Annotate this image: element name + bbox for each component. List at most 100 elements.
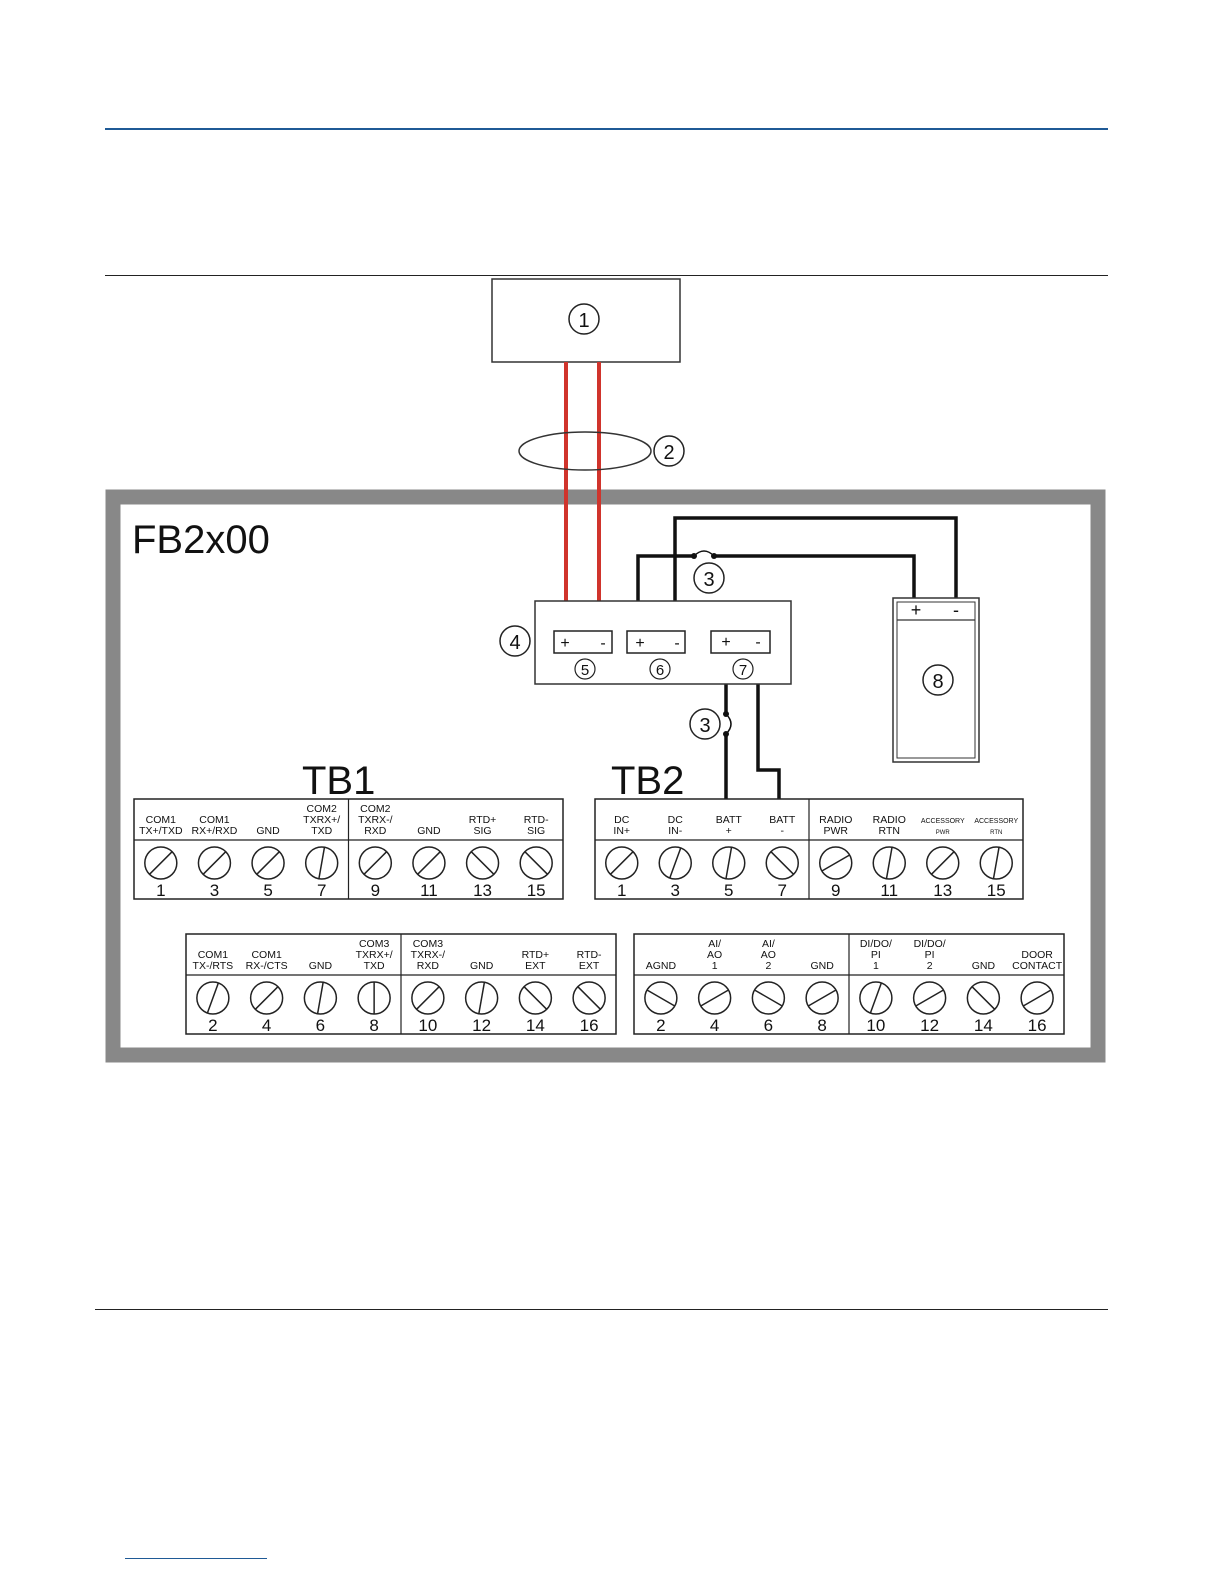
- terminal-label: 1: [873, 960, 879, 972]
- terminal-number: 14: [526, 1016, 545, 1035]
- screw-slot: [609, 851, 634, 875]
- terminal-label: COM1: [198, 949, 228, 961]
- terminal-label: AI/: [708, 938, 721, 950]
- terminal-label: DI/DO/: [914, 938, 946, 950]
- callout-2: 2: [653, 435, 685, 467]
- terminal-label: 1: [712, 960, 718, 972]
- terminal-tb2-bottom-14: GND 14: [966, 960, 1001, 1035]
- screw-slot: [254, 986, 279, 1010]
- screw-slot: [754, 989, 783, 1007]
- fuse-vertical: [723, 711, 732, 737]
- terminal-label: RTD-: [577, 949, 602, 961]
- terminal-number: 7: [778, 881, 787, 900]
- terminal-label: TXRX-/: [358, 814, 393, 826]
- terminal-label: GND: [972, 960, 996, 972]
- callout-1: 1: [568, 303, 600, 335]
- terminal-label: RXD: [417, 960, 440, 972]
- terminal-number: 11: [420, 881, 438, 900]
- terminal-label: BATT: [769, 814, 796, 826]
- terminal-number: 8: [817, 1016, 826, 1035]
- terminal-label: RTD+: [522, 949, 550, 961]
- connector-7: + - 7: [710, 630, 771, 680]
- header-rule: [105, 128, 1108, 130]
- terminal-label: COM2: [307, 803, 337, 815]
- terminal-number: 10: [418, 1016, 437, 1035]
- tb1-bottom-row: COM1TX-/RTS2COM1RX-/CTS4GND6COM3TXRX+/TX…: [185, 933, 617, 1035]
- screw-slot: [417, 851, 441, 875]
- terminal-label: RTD+: [469, 814, 497, 826]
- terminal-label: TXRX+/: [356, 949, 393, 961]
- terminal-label: GND: [256, 825, 280, 837]
- terminal-label: RTN: [990, 830, 1002, 836]
- screw-slot: [316, 982, 324, 1014]
- terminal-label: AO: [707, 949, 722, 961]
- screw-slot: [524, 851, 549, 875]
- svg-text:-: -: [755, 634, 760, 651]
- screw-slot: [478, 982, 486, 1014]
- terminal-number: 3: [210, 881, 219, 900]
- terminal-number: 12: [920, 1016, 939, 1035]
- terminal-label: CONTACT: [1012, 960, 1063, 972]
- tb2-bottom-row: AGND2AI/AO14AI/AO26GND8DI/DO/PI110DI/DO/…: [633, 933, 1065, 1035]
- terminal-number: 3: [671, 881, 680, 900]
- terminal-label: TXD: [364, 960, 385, 972]
- terminal-number: 2: [208, 1016, 217, 1035]
- terminal-label: SIG: [474, 825, 492, 837]
- screw-slot: [807, 989, 837, 1007]
- callout-4: 4: [499, 625, 531, 657]
- screw-slot: [416, 986, 440, 1010]
- connector-5: + - 5: [553, 630, 613, 680]
- figure-top-rule: [105, 275, 1108, 276]
- terminal-tb1-bottom-6: GND 6: [303, 960, 338, 1035]
- terminal-label: COM3: [413, 938, 443, 950]
- screw-slot: [318, 847, 326, 879]
- terminal-label: SIG: [527, 825, 545, 837]
- screw-slot: [885, 847, 893, 879]
- terminal-label: GND: [417, 825, 441, 837]
- terminal-label: RX+/RXD: [192, 825, 238, 837]
- screw-slot: [700, 989, 729, 1007]
- terminal-number: 5: [724, 881, 733, 900]
- svg-text:3: 3: [699, 715, 710, 737]
- screw-slot: [206, 982, 220, 1014]
- terminal-label: 2: [927, 960, 933, 972]
- terminal-label: AO: [761, 949, 776, 961]
- terminal-label: ACCESSORY: [974, 818, 1018, 825]
- terminal-number: 7: [317, 881, 326, 900]
- svg-text:2: 2: [663, 442, 674, 464]
- terminal-label: COM2: [360, 803, 390, 815]
- svg-text:6: 6: [656, 662, 664, 679]
- terminal-number: 1: [156, 881, 165, 900]
- terminal-label: IN+: [613, 825, 630, 837]
- terminal-label: BATT: [716, 814, 743, 826]
- terminal-label: TX+/TXD: [139, 825, 183, 837]
- figure-bottom-rule: [95, 1309, 1108, 1310]
- connector-6: + - 6: [626, 630, 686, 680]
- terminal-tb2-top-7: BATT-7: [765, 814, 799, 900]
- terminal-label: GND: [309, 960, 333, 972]
- terminal-label: TXD: [311, 825, 332, 837]
- terminal-number: 10: [866, 1016, 885, 1035]
- terminal-label: IN-: [668, 825, 683, 837]
- svg-text:-: -: [674, 635, 679, 652]
- terminal-label: RTN: [879, 825, 900, 837]
- screw-slot: [148, 851, 173, 875]
- terminal-number: 6: [316, 1016, 325, 1035]
- tb2-title: TB2: [611, 759, 684, 803]
- terminal-label: TXRX+/: [303, 814, 340, 826]
- terminal-number: 14: [974, 1016, 993, 1035]
- terminal-number: 12: [472, 1016, 491, 1035]
- terminal-number: 6: [764, 1016, 773, 1035]
